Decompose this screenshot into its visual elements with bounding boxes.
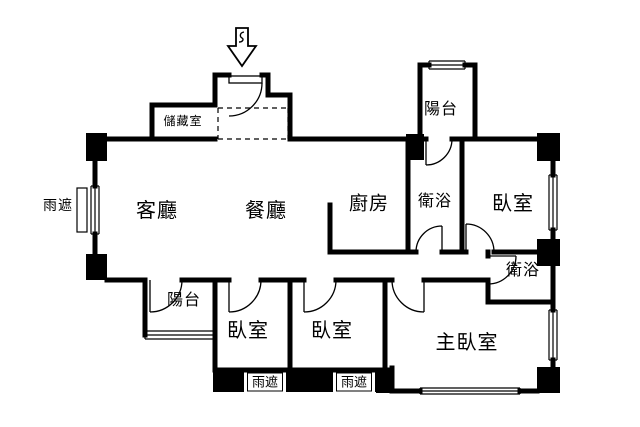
room-label-balcony-bottom: 陽台	[166, 292, 202, 309]
bedroom2-door	[303, 279, 337, 313]
bath-mid-door	[487, 255, 517, 285]
entry-door-arc	[228, 82, 263, 117]
bath-top-door	[415, 225, 443, 253]
room-label-bedroom-bottom-1: 臥室	[227, 320, 269, 342]
entrance-mark	[238, 31, 245, 43]
walls-interior	[179, 136, 556, 373]
annotation-canopy-left: 雨遮	[43, 197, 73, 213]
balcony-bottom-door	[149, 279, 183, 313]
pillar-top-right	[537, 133, 560, 161]
bedroom-tr-door	[465, 223, 495, 253]
entry-door-panel	[228, 75, 263, 84]
window-master-bottom	[419, 387, 521, 395]
master-door	[391, 279, 425, 313]
window-bedroom-right	[548, 174, 558, 231]
room-label-bath-mid: 衛浴	[505, 262, 541, 279]
room-label-living: 客廳	[136, 200, 178, 222]
room-label-dining: 餐廳	[245, 200, 287, 222]
pillar-bottom-right	[537, 367, 560, 393]
room-label-bedroom-top-right: 臥室	[492, 193, 534, 215]
room-label-balcony-top: 陽台	[423, 101, 459, 118]
room-label-kitchen: 廚房	[348, 193, 390, 215]
annotation-canopy-bottom-1: 雨遮	[246, 372, 284, 392]
bedroom1-door	[228, 279, 262, 313]
window-left	[90, 185, 100, 235]
room-label-storage: 儲藏室	[163, 114, 203, 128]
window-group	[76, 60, 558, 395]
room-label-bath-top: 衛浴	[417, 193, 453, 210]
entrance-arrow-shape	[226, 27, 258, 68]
window-balcony-bottom	[144, 330, 216, 340]
pillar-group	[86, 133, 560, 393]
entry-dashed-lines	[217, 107, 289, 140]
entrance-arrow	[226, 27, 258, 68]
pillar-mid-left	[86, 254, 107, 280]
door-group	[149, 75, 517, 313]
window-balcony-top	[428, 60, 466, 70]
window-master-right	[548, 309, 558, 361]
annotation-canopy-bottom-2: 雨遮	[335, 372, 373, 392]
pillar-top-left	[86, 133, 107, 161]
room-label-bedroom-bottom-2: 臥室	[311, 320, 353, 342]
balcony-top-door	[425, 138, 453, 166]
canopy-left-outline	[76, 187, 88, 233]
room-label-master-bedroom: 主臥室	[435, 332, 499, 354]
